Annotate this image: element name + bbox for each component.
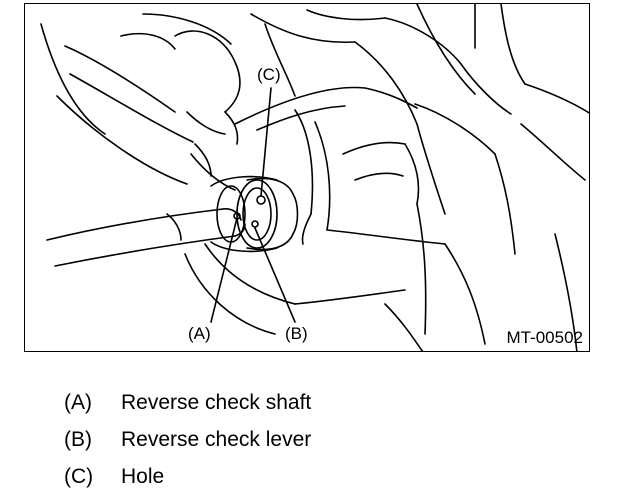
gloved-hand-drawing [40,13,246,267]
figure-code: MT-00502 [506,328,583,347]
callout-b-label: (B) [285,324,308,343]
transmission-case-drawing [184,4,589,351]
legend-list: (A) Reverse check shaft (B) Reverse chec… [64,384,311,495]
callout-a-label: (A) [188,324,211,343]
legend-key: (B) [64,427,92,451]
legend-item: (B) Reverse check lever [64,421,311,458]
legend-text: Reverse check shaft [121,390,312,414]
callout-c-label: (C) [257,65,281,84]
figure-illustration: (C) (A) (B) MT-00502 [24,3,590,352]
transmission-line-drawing [40,4,589,351]
legend-key: (A) [64,390,92,414]
legend-item: (A) Reverse check shaft [64,384,311,421]
legend-key: (C) [64,464,94,488]
legend-text: Reverse check lever [121,427,312,451]
legend-item: (C) Hole [64,458,311,495]
legend-text: Hole [121,464,165,488]
reverse-check-assembly-drawing [210,175,299,253]
leader-lines [210,87,296,323]
